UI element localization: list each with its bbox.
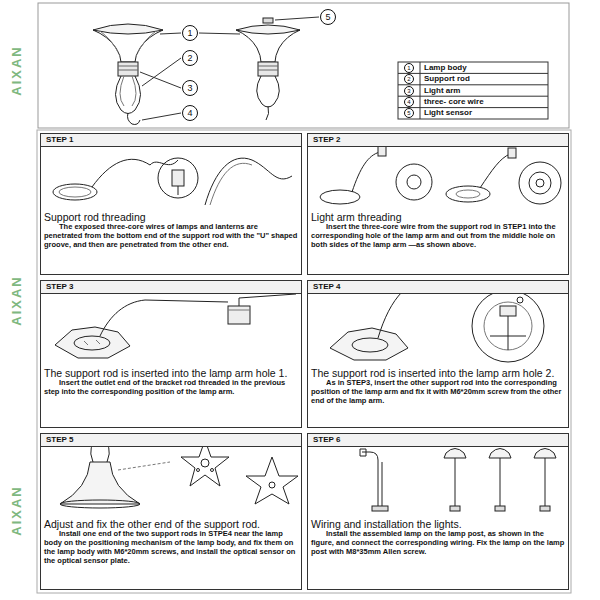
step-heading: STEP 5 <box>41 434 301 447</box>
step-heading: STEP 6 <box>308 434 568 447</box>
step-title: Support rod threading <box>44 211 298 223</box>
table-number: 4 <box>404 97 414 107</box>
callout-number: 2 <box>182 50 198 66</box>
step-heading: STEP 4 <box>308 281 568 294</box>
callout-number: 3 <box>182 80 198 96</box>
watermark: AIXAN <box>9 485 24 535</box>
step-panel: STEP 3 The support rod is inserted into t… <box>40 280 302 428</box>
leader-line <box>140 17 319 120</box>
part-name: Light sensor <box>424 108 472 118</box>
step-title: Adjust and fix the other end of the supp… <box>44 518 298 530</box>
step-text: The support rod is inserted into the lam… <box>311 367 565 406</box>
table-number: 5 <box>404 108 414 118</box>
step-title: The support rod is inserted into the lam… <box>311 367 565 379</box>
step3-art <box>55 294 296 358</box>
step-panel: STEP 4 The support rod is inserted into t… <box>307 280 569 428</box>
step-title: The support rod is inserted into the lam… <box>44 367 298 379</box>
step-text: The support rod is inserted into the lam… <box>44 367 298 397</box>
table-number: 1 <box>404 63 414 73</box>
step-panel: STEP 1 Support rod threadingThe exposed t… <box>40 133 302 275</box>
header-frame <box>38 3 569 128</box>
lamp-right <box>236 18 300 120</box>
table-number: 2 <box>404 74 414 84</box>
step6-art <box>360 449 556 512</box>
callout-number: 1 <box>182 25 198 41</box>
step-heading: STEP 3 <box>41 281 301 294</box>
step-title: Wiring and installation the lights. <box>311 518 565 530</box>
watermark: AIXAN <box>9 45 24 95</box>
step-body: Install the assembled lamp on the lamp p… <box>311 530 565 557</box>
step-text: Adjust and fix the other end of the supp… <box>44 518 298 565</box>
step-body: Install one end of the two support rods … <box>44 530 298 565</box>
step4-art <box>330 286 544 362</box>
step5-art <box>60 440 298 508</box>
panel-frame <box>37 130 571 593</box>
step-panel: STEP 6 Wiring and installation the lights… <box>307 433 569 590</box>
step-heading: STEP 1 <box>41 134 301 147</box>
parts-table <box>398 62 548 119</box>
callout-number: 5 <box>320 9 336 25</box>
part-name: Lamp body <box>424 63 467 73</box>
watermark: AIXAN <box>9 275 24 325</box>
part-name: three- core wire <box>424 97 484 107</box>
step-title: Light arm threading <box>311 211 565 223</box>
step-body: As in STEP3, insert the other support ro… <box>311 379 565 406</box>
part-name: Light arm <box>424 86 460 96</box>
step-heading: STEP 2 <box>308 134 568 147</box>
step-body: The exposed three-core wires of lamps an… <box>44 223 298 250</box>
step-text: Wiring and installation the lights.Insta… <box>311 518 565 557</box>
part-name: Support rod <box>424 74 470 84</box>
callout-number: 4 <box>182 105 198 121</box>
step2-art <box>320 146 561 204</box>
table-number: 3 <box>404 86 414 96</box>
lamp-left <box>93 24 163 125</box>
step-text: Light arm threadingInsert the three-core… <box>311 211 565 250</box>
step1-art <box>53 158 292 205</box>
step-body: Insert the outlet end of the bracket rod… <box>44 379 298 397</box>
step-panel: STEP 2 Light arm threadingInsert the thre… <box>307 133 569 275</box>
step-panel: STEP 5 Adjust and fix the other end of th… <box>40 433 302 590</box>
step-text: Support rod threadingThe exposed three-c… <box>44 211 298 250</box>
step-body: Insert the three-core wire from the supp… <box>311 223 565 250</box>
